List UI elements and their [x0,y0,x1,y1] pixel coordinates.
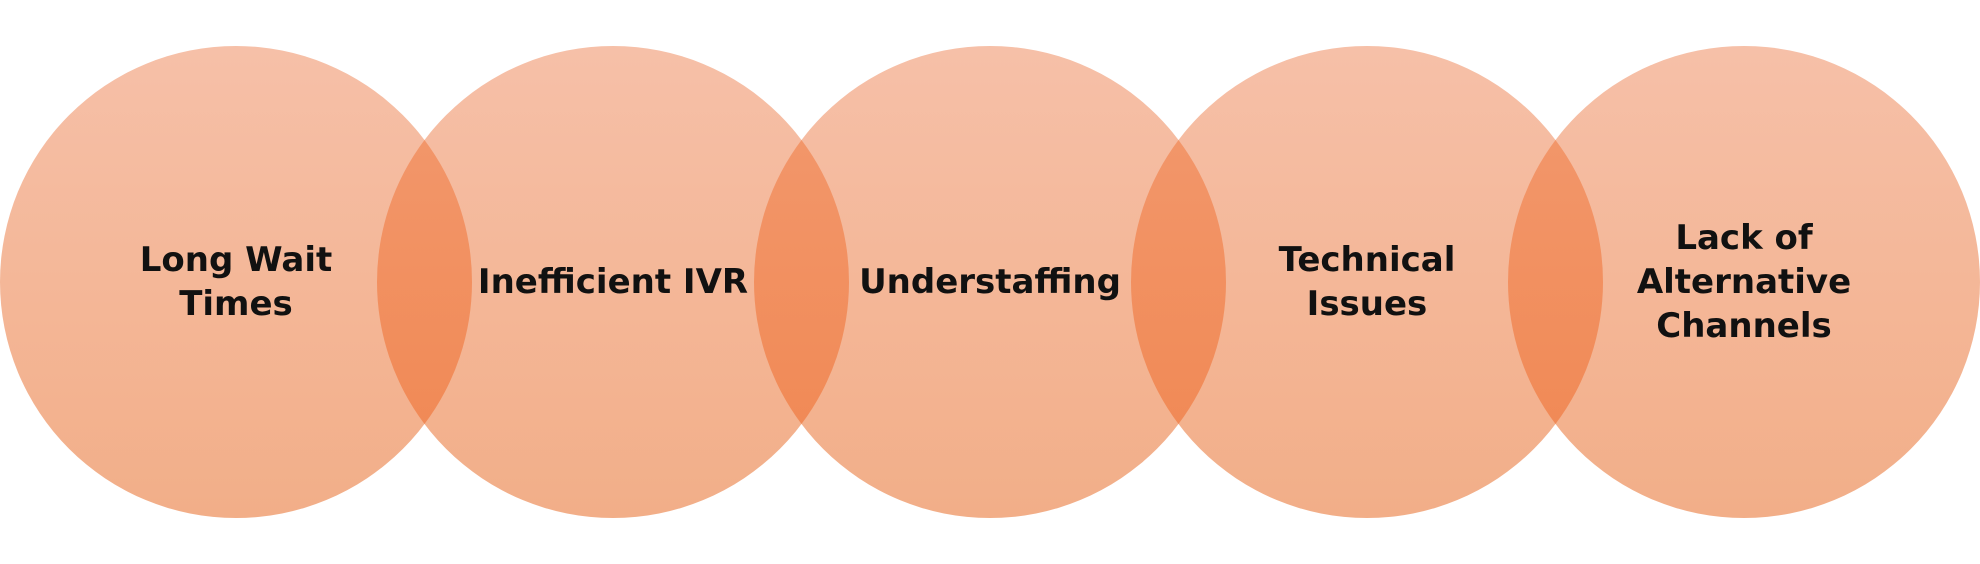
overlap-4-5 [1507,140,1603,424]
circle-label-understaffing: Understaffing [859,262,1121,302]
circle-3 [754,46,1226,518]
overlap-1-2 [377,140,472,424]
circle-1 [0,46,472,518]
circle-label-inefficient-ivr: Inefficient IVR [477,262,749,302]
circle-4 [1131,46,1603,518]
overlaps-layer [377,140,1603,424]
circle-5 [1508,46,1980,518]
circle-2 [377,46,849,518]
circle-label-long-wait-times: Long Wait Times [139,240,333,324]
circle-label-lack-of-alternative-channels: Lack of Alternative Channels [1636,218,1852,346]
circle-label-technical-issues: Technical Issues [1278,240,1456,324]
overlap-2-3 [753,140,849,424]
overlap-3-4 [1131,140,1226,424]
circles-layer [0,46,1980,518]
